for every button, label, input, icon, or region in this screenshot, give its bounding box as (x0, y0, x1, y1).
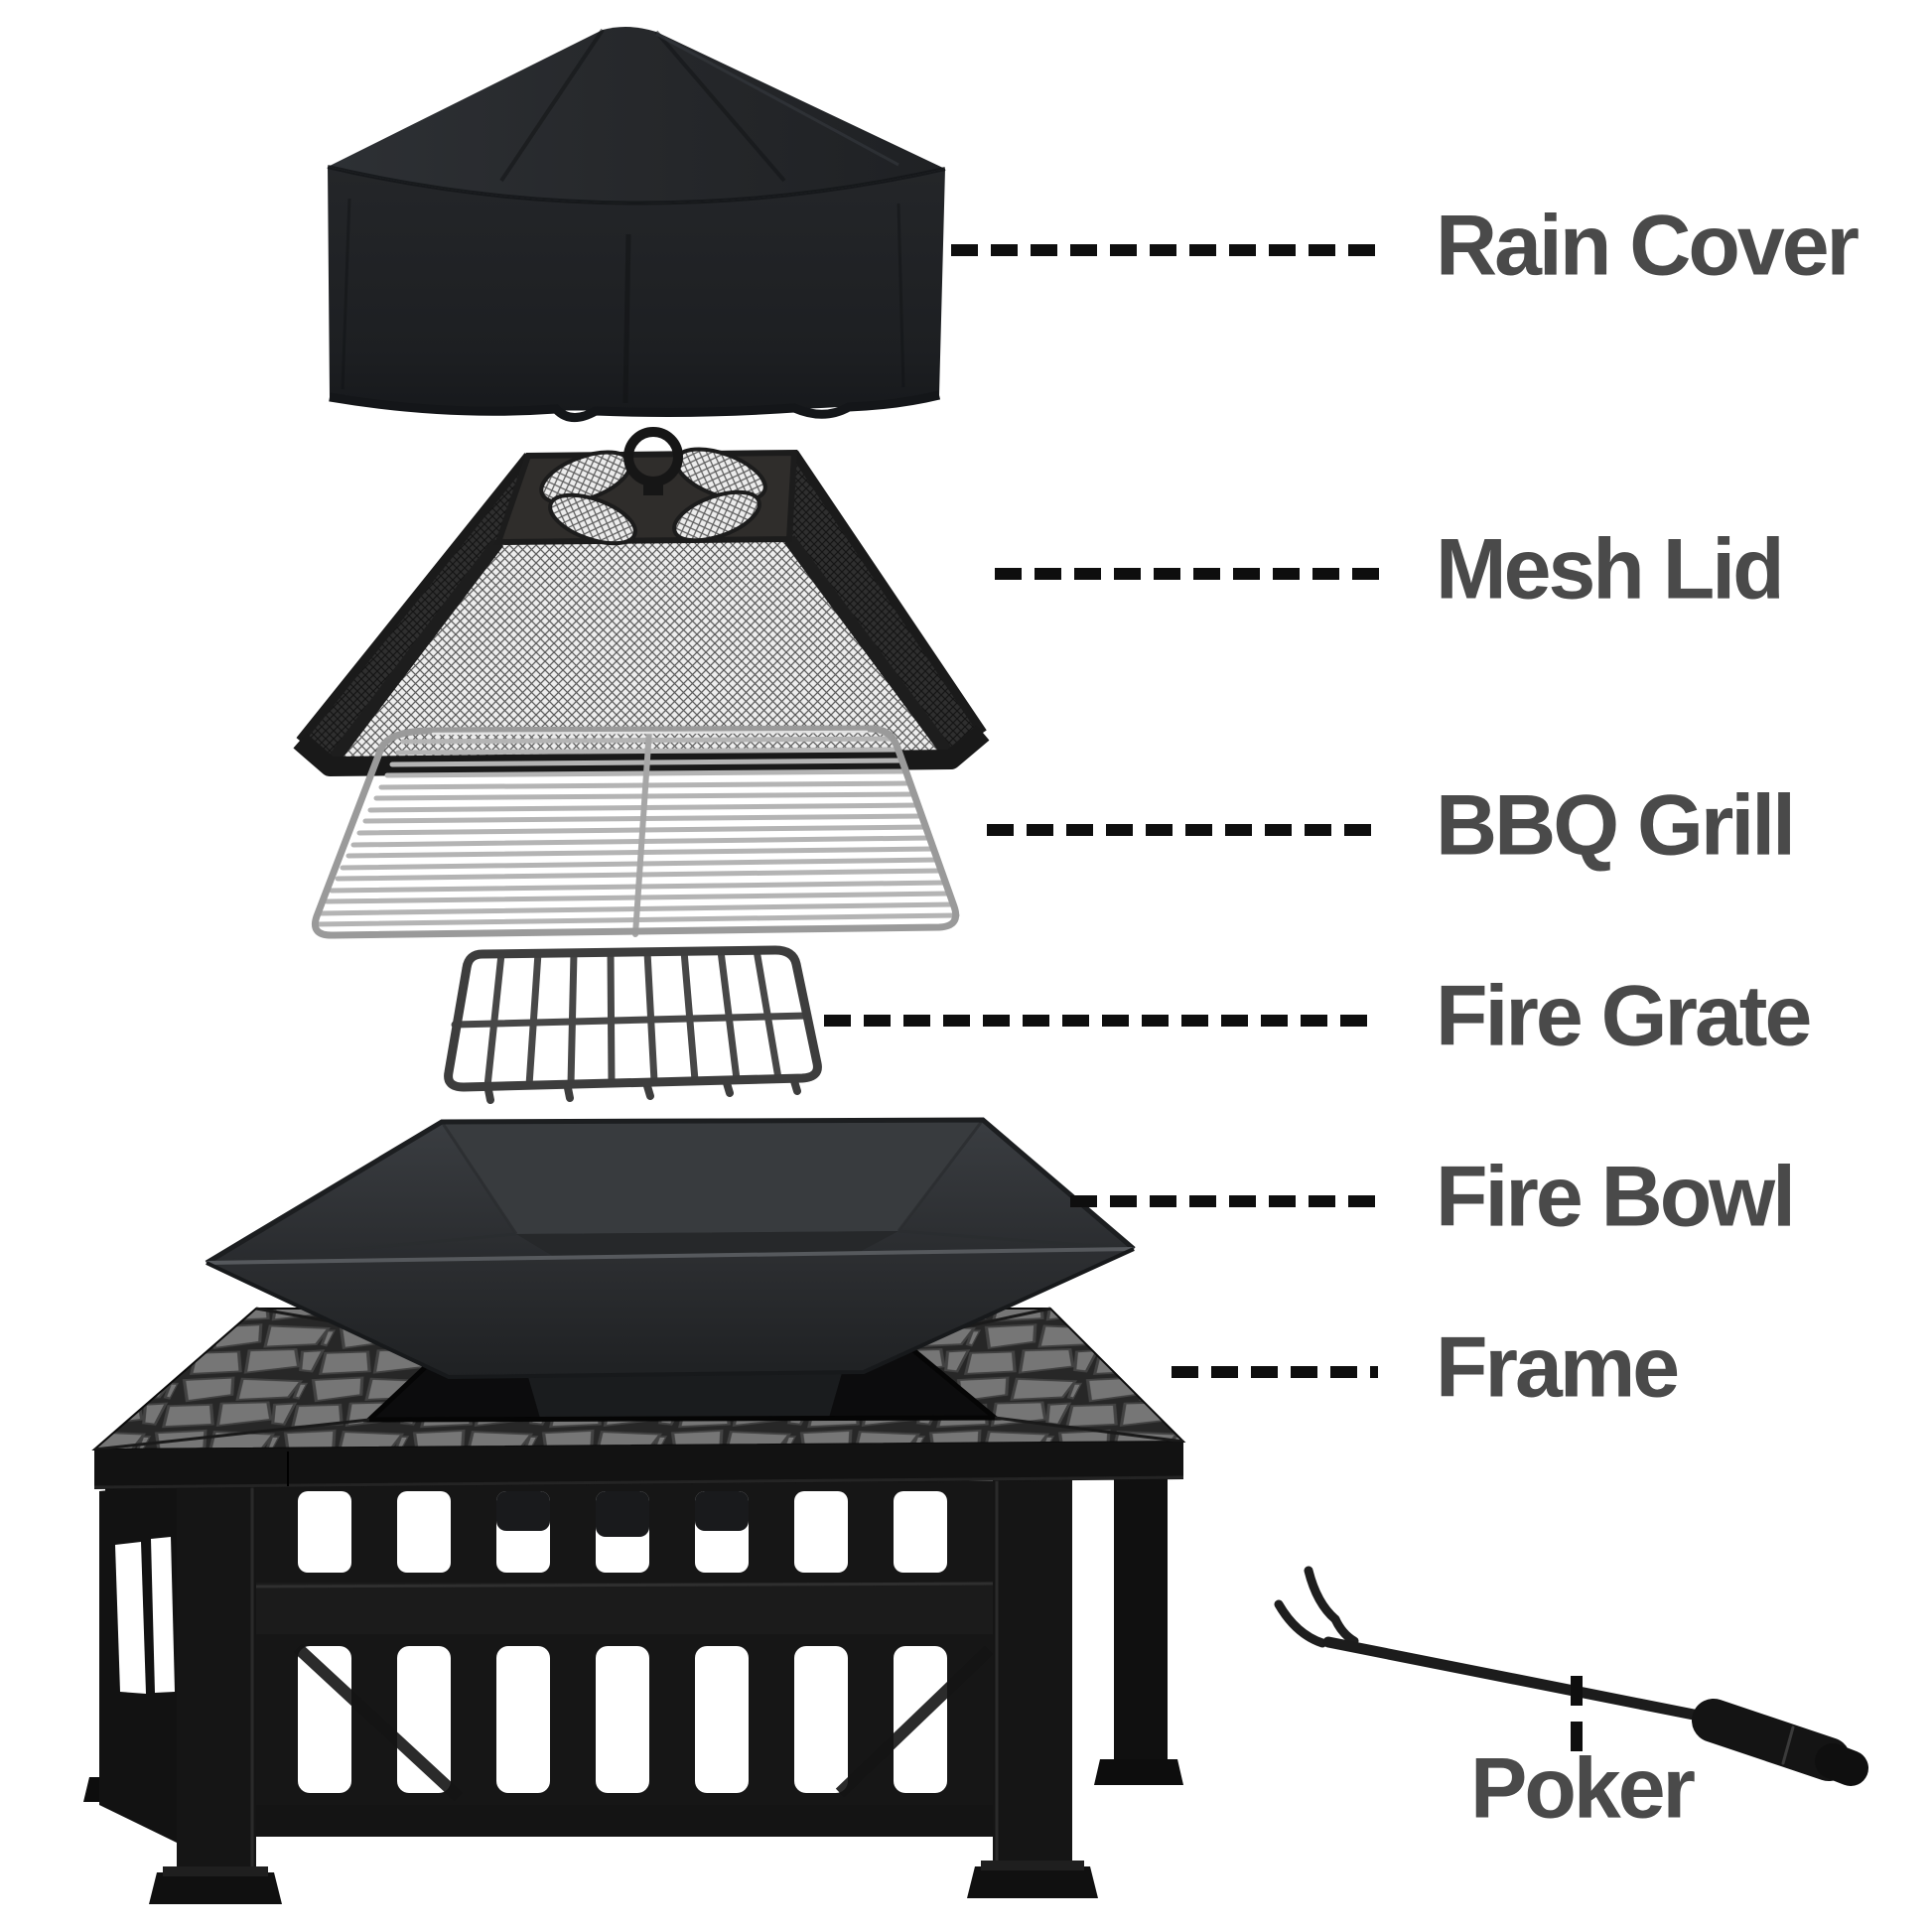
callout-lines (824, 244, 1583, 1751)
frame-illustration (83, 1307, 1186, 1904)
label-rain-cover: Rain Cover (1436, 198, 1860, 294)
rain-cover-illustration (327, 26, 946, 422)
label-fire-bowl: Fire Bowl (1436, 1149, 1796, 1245)
fire-grate-illustration (444, 945, 822, 1104)
label-frame: Frame (1436, 1319, 1680, 1416)
label-fire-grate: Fire Grate (1436, 968, 1812, 1064)
label-bbq-grill: BBQ Grill (1436, 777, 1796, 874)
bbq-grill-illustration (311, 725, 960, 939)
mesh-lid-illustration (293, 427, 990, 776)
poker-illustration (1274, 1566, 1868, 1786)
fire-bowl-illustration (205, 1117, 1136, 1380)
label-mesh-lid: Mesh Lid (1436, 521, 1785, 618)
label-poker: Poker (1469, 1740, 1696, 1837)
